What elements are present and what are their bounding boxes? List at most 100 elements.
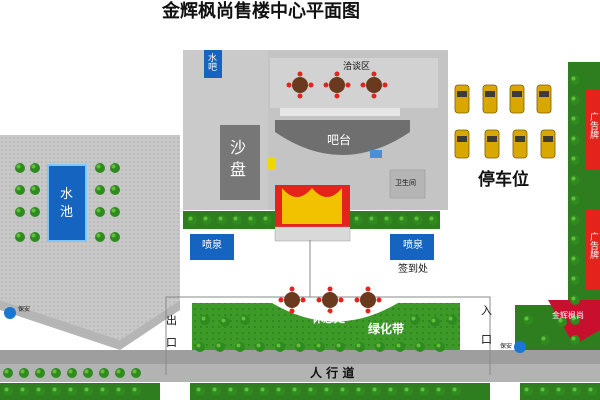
car-icon <box>512 129 528 159</box>
tree-icon <box>570 75 580 85</box>
chair-icon <box>278 297 284 303</box>
car-window <box>512 91 522 97</box>
fountain-left-label: 喷泉 <box>202 240 222 251</box>
tree-icon <box>375 342 385 352</box>
tree-highlight <box>196 343 201 348</box>
tree-icon <box>383 215 393 225</box>
tree-icon <box>435 386 445 396</box>
tree-highlight <box>4 369 9 374</box>
tree-icon <box>259 386 269 396</box>
tree-highlight <box>31 186 36 191</box>
tree-highlight <box>201 316 206 321</box>
tree-highlight <box>541 336 546 341</box>
tree-icon <box>220 317 230 327</box>
tree-highlight <box>340 387 345 392</box>
tree-icon <box>51 368 61 378</box>
tree-highlight <box>96 186 101 191</box>
tree-highlight <box>571 96 576 101</box>
tree-icon <box>275 342 285 352</box>
tree-highlight <box>308 387 313 392</box>
tree-icon <box>202 215 212 225</box>
entrance-label-1: 入 <box>481 304 492 317</box>
tree-highlight <box>96 164 101 169</box>
tree-highlight <box>588 387 593 392</box>
tree-highlight <box>276 343 281 348</box>
tree-highlight <box>414 216 419 221</box>
parking-label: 停车位 <box>478 170 529 190</box>
security-icon-left <box>4 307 16 319</box>
tree-icon <box>235 342 245 352</box>
tree-highlight <box>31 233 36 238</box>
tree-highlight <box>436 343 441 348</box>
tree-icon <box>110 163 120 173</box>
chair-icon <box>308 82 314 88</box>
security-label-left: 保安 <box>18 306 31 313</box>
tree-icon <box>15 185 25 195</box>
car-icon <box>454 129 470 159</box>
rest-area-label: 休息处 <box>312 312 345 325</box>
table-icon <box>329 77 345 93</box>
chair-icon <box>338 297 344 303</box>
table-icon <box>322 292 338 308</box>
bar-label: 吧台 <box>327 133 352 147</box>
exit-label-2: 口 <box>166 336 177 349</box>
tree-highlight <box>16 186 21 191</box>
road-kerb <box>0 350 600 364</box>
tree-icon <box>83 386 93 396</box>
green-belt <box>192 303 460 355</box>
tree-icon <box>570 195 580 205</box>
tree-icon <box>30 185 40 195</box>
tree-highlight <box>540 387 545 392</box>
water-bar-room <box>204 50 222 78</box>
tree-icon <box>262 215 272 225</box>
tree-icon <box>3 386 13 396</box>
tree-icon <box>227 386 237 396</box>
tree-highlight <box>571 216 576 221</box>
tree-highlight <box>188 216 193 221</box>
chair-icon <box>382 82 388 88</box>
tree-highlight <box>396 343 401 348</box>
tree-highlight <box>203 216 208 221</box>
tree-icon <box>371 386 381 396</box>
chair-icon <box>371 71 377 77</box>
tree-highlight <box>216 343 221 348</box>
chair-icon <box>365 308 371 314</box>
tree-icon <box>540 335 550 345</box>
tree-highlight <box>316 343 321 348</box>
tree-icon <box>570 155 580 165</box>
car-icon <box>454 84 470 114</box>
tree-icon <box>15 232 25 242</box>
door-marker-right <box>370 150 382 158</box>
car-window <box>457 136 467 142</box>
tree-icon <box>217 215 227 225</box>
tree-icon <box>30 207 40 217</box>
chair-icon <box>289 308 295 314</box>
table-icon <box>360 292 376 308</box>
chair-icon <box>327 286 333 292</box>
car-window <box>539 91 549 97</box>
tree-highlight <box>452 387 457 392</box>
entrance-steps <box>274 226 351 242</box>
tree-highlight <box>20 369 25 374</box>
tree-icon <box>570 335 580 345</box>
tree-icon <box>67 386 77 396</box>
tree-highlight <box>236 343 241 348</box>
fountain-left <box>190 234 234 260</box>
tree-icon <box>110 232 120 242</box>
car-icon <box>540 129 556 159</box>
car-icon <box>509 84 525 114</box>
car-icon <box>536 84 552 114</box>
tree-highlight <box>571 176 576 181</box>
tree-highlight <box>571 336 576 341</box>
ad-board-bottom-label: 广告牌 <box>588 232 598 259</box>
tree-highlight <box>354 216 359 221</box>
tree-highlight <box>571 276 576 281</box>
chair-icon <box>323 82 329 88</box>
tree-icon <box>403 386 413 396</box>
tree-highlight <box>16 233 21 238</box>
tree-icon <box>447 315 457 325</box>
car-window <box>515 136 525 142</box>
security-icon-right <box>514 341 526 353</box>
tree-icon <box>571 386 581 396</box>
